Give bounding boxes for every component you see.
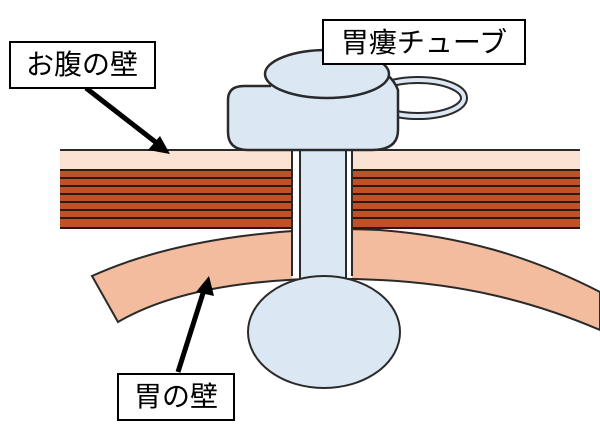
gastrostomy-tube-label-box	[322, 19, 526, 65]
tube-shaft	[299, 139, 347, 291]
internal-balloon	[247, 275, 401, 389]
abdominal-wall-label: お腹の壁	[26, 48, 138, 81]
arrow-abdominal-wall-head	[148, 136, 170, 154]
stomach-wall-label-box	[117, 373, 235, 421]
gastrostomy-tube-label: 胃瘻チューブ	[341, 26, 507, 59]
arrow-abdominal-wall	[84, 86, 160, 146]
arrow-stomach-wall-head	[196, 276, 214, 296]
abdominal-wall-label-box	[9, 41, 156, 89]
arrows	[84, 86, 214, 373]
arrow-stomach-wall	[175, 289, 207, 373]
stomach-wall-band	[90, 228, 600, 332]
stomach-wall-label: 胃の壁	[134, 380, 218, 413]
